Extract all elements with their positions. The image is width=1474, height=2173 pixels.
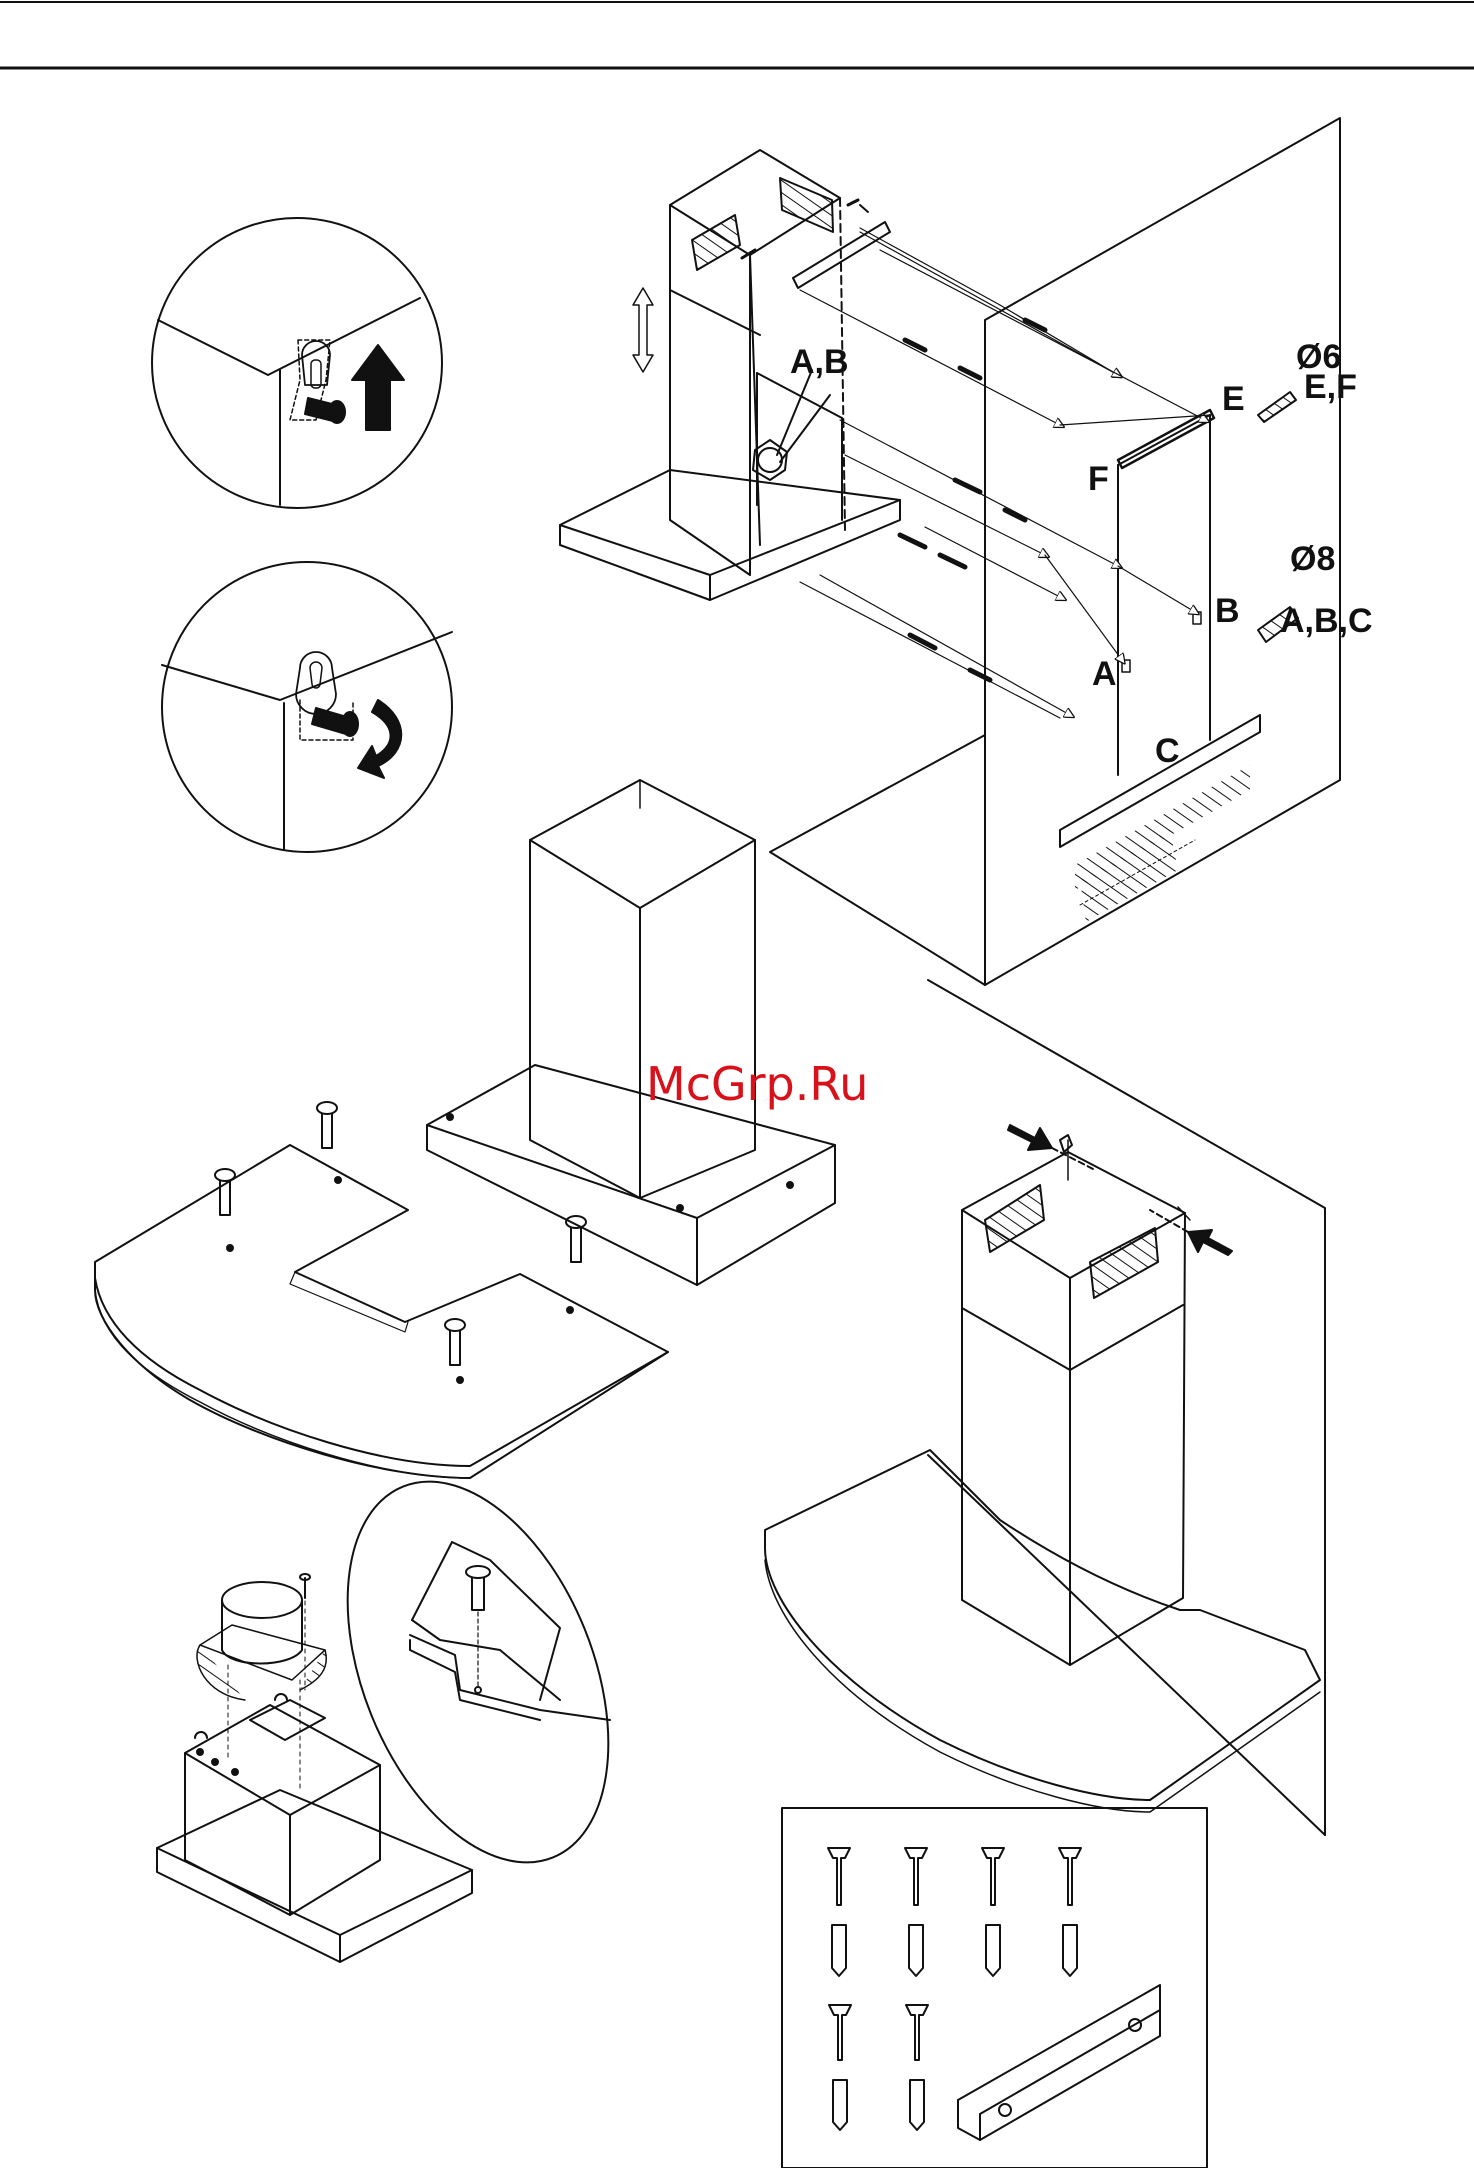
- screw-icon: [215, 1169, 235, 1215]
- wall-plug-6-icon: [1258, 392, 1296, 422]
- screw-icon: [317, 1102, 337, 1148]
- screw-icon: [982, 1848, 1004, 1905]
- label-f: F: [1088, 460, 1109, 498]
- slide-double-arrow-icon: [633, 288, 653, 372]
- rotate-arrow-icon: [358, 700, 401, 778]
- detail-circle-slide-up: [152, 218, 442, 508]
- label-e: E: [1222, 380, 1245, 418]
- wall-plug-icon: [986, 1925, 1000, 1976]
- projection-lines: [800, 228, 1210, 718]
- screw-icon: [445, 1319, 465, 1365]
- watermark-text: McGrp.Ru: [646, 1057, 868, 1111]
- label-c: C: [1155, 732, 1180, 770]
- screw-icon: [905, 1848, 927, 1905]
- screw-icon: [566, 1216, 586, 1262]
- screw-icon: [1059, 1848, 1081, 1905]
- header-rules: [0, 2, 1474, 68]
- push-arrow-right-icon: [1188, 1230, 1232, 1255]
- label-ef: E,F: [1304, 368, 1357, 406]
- wall-plug-icon: [910, 2080, 924, 2130]
- screw-icon: [906, 2005, 928, 2060]
- wall-plug-icon: [832, 1925, 846, 1976]
- screw-icon: [828, 1848, 850, 1905]
- screw-icon: [829, 2005, 851, 2060]
- label-diameter-8: Ø8: [1290, 540, 1335, 578]
- push-arrow-left-icon: [1008, 1125, 1052, 1150]
- wall-top: [770, 118, 1340, 985]
- detail-circle-tighten: [162, 562, 452, 852]
- detail-zoom-screw: [296, 1443, 659, 1900]
- arrow-up-icon: [352, 345, 404, 430]
- glass-panel: [95, 1102, 668, 1478]
- parts-kit-box: [782, 1808, 1207, 2168]
- wall-plug-icon: [833, 2080, 847, 2130]
- chimney-middle: [427, 780, 835, 1285]
- label-ab-top: A,B: [790, 343, 849, 381]
- label-a: A: [1092, 655, 1117, 693]
- hood-assembly-top: [560, 150, 900, 600]
- bracket-bar-icon: [958, 1985, 1160, 2140]
- duct-adapter-assembly: [157, 1574, 472, 1962]
- wall-plug-icon: [909, 1925, 923, 1976]
- label-b: B: [1215, 592, 1240, 630]
- wall-plug-icon: [1063, 1925, 1077, 1976]
